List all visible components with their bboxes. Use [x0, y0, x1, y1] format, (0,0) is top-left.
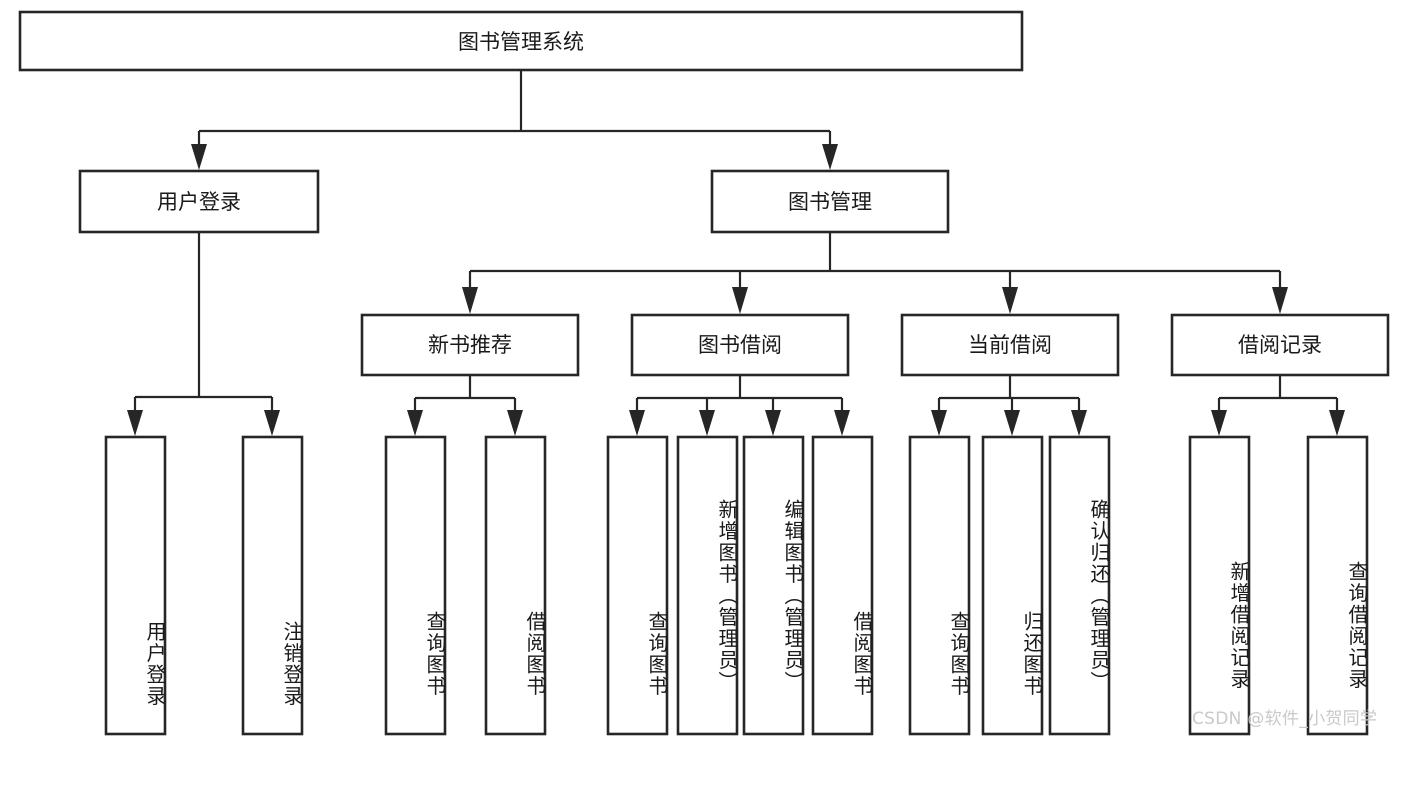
node-book-manage-label: 图书管理 — [788, 190, 872, 214]
leaf-box-confirm-return[interactable] — [1048, 435, 1111, 736]
node-user-login[interactable]: 用户登录 — [78, 169, 320, 234]
node-borrow-record[interactable]: 借阅记录 — [1170, 313, 1390, 377]
leaf-box-user-login[interactable] — [104, 435, 167, 736]
leaf-box-edit-book[interactable] — [742, 435, 805, 736]
arrow-head-book-manage — [822, 144, 838, 170]
arrow-head-leaf-add-record — [1211, 410, 1227, 436]
node-borrow-record-box[interactable] — [1170, 313, 1390, 377]
leaf-box-layer — [104, 435, 1369, 736]
node-book-borrow-box[interactable] — [630, 313, 850, 377]
leaf-box-borrow-book-2[interactable] — [811, 435, 874, 736]
arrow-head-leaf-query-record — [1329, 410, 1345, 436]
node-book-manage[interactable]: 图书管理 — [710, 169, 950, 234]
connector-layer — [127, 70, 1345, 436]
arrow-head-leaf-add-book — [699, 410, 715, 436]
arrow-head-leaf-user-logout — [264, 410, 280, 436]
node-root-label: 图书管理系统 — [458, 30, 584, 54]
csdn-watermark: CSDN @软件_小贺同学 — [1192, 709, 1378, 729]
arrow-head-leaf-query-book-3 — [931, 410, 947, 436]
arrow-head-leaf-query-book-2 — [629, 410, 645, 436]
arrow-head-leaf-confirm-return — [1071, 410, 1087, 436]
node-user-login-box[interactable] — [78, 169, 320, 234]
node-root-box[interactable] — [18, 10, 1024, 72]
arrow-head-current-borrow — [1002, 287, 1018, 314]
leaf-box-borrow-book-1[interactable] — [484, 435, 547, 736]
diagram-canvas: 图书管理系统 用户登录 图书管理 新书推荐 图书借阅 当前借阅 借阅记录 — [18, 10, 1390, 736]
leaf-box-add-book[interactable] — [676, 435, 739, 736]
node-book-borrow-label: 图书借阅 — [698, 333, 782, 357]
arrow-head-leaf-query-book-1 — [407, 410, 423, 436]
node-book-manage-box[interactable] — [710, 169, 950, 234]
node-current-borrow-box[interactable] — [900, 313, 1120, 377]
node-current-borrow[interactable]: 当前借阅 — [900, 313, 1120, 377]
node-book-borrow[interactable]: 图书借阅 — [630, 313, 850, 377]
arrow-head-leaf-edit-book — [765, 410, 781, 436]
arrow-head-leaf-borrow-book-1 — [507, 410, 523, 436]
leaf-box-return-book[interactable] — [981, 435, 1044, 736]
node-new-book-rec[interactable]: 新书推荐 — [360, 313, 580, 377]
leaf-box-query-book-3[interactable] — [908, 435, 971, 736]
leaf-box-query-book-2[interactable] — [606, 435, 669, 736]
arrow-head-new-book-rec — [462, 287, 478, 314]
tree-diagram-svg: 图书管理系统 用户登录 图书管理 新书推荐 图书借阅 当前借阅 借阅记录 — [18, 10, 1390, 736]
arrow-head-user-login — [191, 144, 207, 170]
node-new-book-rec-label: 新书推荐 — [428, 333, 512, 357]
leaf-box-query-record[interactable] — [1306, 435, 1369, 736]
leaf-box-query-book-1[interactable] — [384, 435, 447, 736]
arrow-head-book-borrow — [732, 287, 748, 314]
node-borrow-record-label: 借阅记录 — [1238, 333, 1322, 357]
leaf-box-add-record[interactable] — [1188, 435, 1251, 736]
arrow-head-leaf-user-login — [127, 410, 143, 436]
arrow-head-borrow-record — [1272, 287, 1288, 314]
node-user-login-label: 用户登录 — [157, 190, 241, 214]
arrow-head-leaf-return-book — [1004, 410, 1020, 436]
arrow-head-leaf-borrow-book-2 — [834, 410, 850, 436]
node-root[interactable]: 图书管理系统 — [18, 10, 1024, 72]
node-current-borrow-label: 当前借阅 — [968, 333, 1052, 357]
node-new-book-rec-box[interactable] — [360, 313, 580, 377]
leaf-box-user-logout[interactable] — [241, 435, 304, 736]
